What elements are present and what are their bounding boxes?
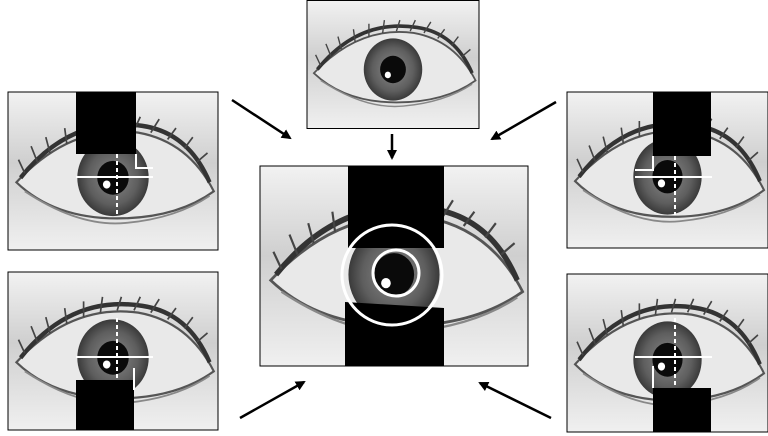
panel-left-bottom (8, 272, 218, 430)
mask-block (653, 92, 711, 156)
mask-block (76, 380, 134, 430)
panel-center-result (260, 166, 528, 366)
arrow-right-bottom-to-center (480, 383, 551, 418)
mask-block (653, 388, 711, 432)
arrow-left-top-to-center (232, 100, 290, 138)
panel-right-bottom (567, 274, 768, 432)
panel-right-top (567, 92, 768, 248)
mask-block (76, 92, 136, 154)
panel-top-center-original (307, 0, 479, 129)
arrow-left-bottom-to-center (240, 382, 304, 418)
panel-left-top (8, 92, 218, 250)
arrow-right-top-to-center (492, 102, 556, 139)
